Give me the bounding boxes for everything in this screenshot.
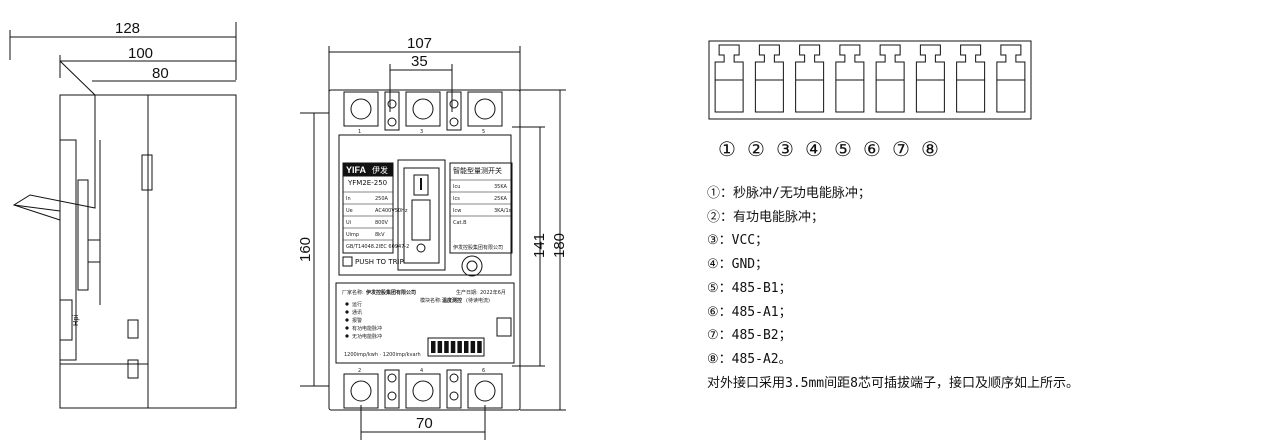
terminal-2: 2 bbox=[358, 368, 361, 374]
legend-item: ④：GND； bbox=[707, 257, 769, 273]
connector-pin-slot bbox=[795, 44, 825, 113]
module-label: 模块名称: bbox=[420, 297, 442, 304]
terminal-block-pin bbox=[444, 341, 449, 353]
right-param-value: 3KA/1s bbox=[494, 208, 512, 214]
module-note: (待读电流) bbox=[466, 297, 490, 304]
right-param-key: Icu bbox=[453, 184, 460, 190]
right-param-key: Ics bbox=[453, 196, 460, 202]
legend-item: ⑦：485-B2； bbox=[707, 328, 792, 344]
production-date: 2022年6月 bbox=[480, 289, 506, 296]
indicator-led-icon bbox=[345, 302, 349, 306]
terminal-block-pin bbox=[464, 341, 469, 353]
left-param-value: 250A bbox=[375, 196, 389, 202]
pulse-rate: 1200imp/kwh · 1200imp/kvarh bbox=[344, 352, 421, 358]
left-param-value: 800V bbox=[375, 220, 389, 226]
terminal-block-pin bbox=[470, 341, 476, 353]
pin-number: ① bbox=[718, 137, 736, 161]
indicator-led-icon bbox=[345, 334, 349, 338]
terminal-block-pin bbox=[437, 341, 443, 353]
pin-number: ⑦ bbox=[892, 137, 910, 161]
left-param-key: In bbox=[346, 196, 351, 202]
right-param-key: Cat.B bbox=[453, 220, 467, 226]
terminal-5: 5 bbox=[482, 129, 485, 135]
brand-name: 伊发 bbox=[372, 165, 388, 175]
side-view: 128 100 80 Ηpi bbox=[9, 20, 237, 409]
legend-item: ③：VCC； bbox=[707, 233, 769, 249]
company-short: 伊发控股集团有限公司 bbox=[453, 244, 503, 251]
date-label: 生产日期: bbox=[456, 289, 478, 296]
legend-item: ①：秒脉冲/无功电能脉冲； bbox=[707, 186, 871, 201]
left-param-key: Ui bbox=[346, 220, 351, 226]
left-param-key: Uimp bbox=[346, 232, 359, 238]
terminal-block-pin bbox=[431, 341, 436, 353]
model-label: YFM2E-250 bbox=[347, 179, 387, 187]
legend-note: 对外接口采用3.5mm间距8芯可插拔端子，接口及顺序如上所示。 bbox=[707, 375, 1079, 391]
panel-title: 智能型量测开关 bbox=[453, 166, 502, 175]
pin-legend: ①：秒脉冲/无功电能脉冲； ②：有功电能脉冲； ③：VCC； ④：GND； ⑤：485-… bbox=[707, 182, 1267, 395]
terminal-6: 6 bbox=[482, 368, 485, 374]
right-param-key: Icw bbox=[453, 208, 461, 214]
indicator-label: 通讯 bbox=[352, 309, 362, 316]
terminal-4: 4 bbox=[420, 368, 423, 374]
connector-pin-slot bbox=[875, 44, 905, 113]
indicator-label: 有功电能脉冲 bbox=[352, 325, 382, 332]
dim-107: 107 bbox=[407, 35, 432, 52]
front-view: 107 35 1 3 5 YIFA 伊发 YFM2E-250 In 250A Ue A… bbox=[297, 35, 568, 440]
pin-number: ⑥ bbox=[863, 137, 881, 161]
module-name: 温度测控 bbox=[442, 297, 462, 304]
dim-80: 80 bbox=[152, 65, 169, 82]
indicator-label: 无功电能脉冲 bbox=[352, 333, 382, 340]
terminal-block-pin bbox=[457, 341, 462, 353]
dim-35: 35 bbox=[411, 53, 428, 70]
side-label: Ηpi bbox=[72, 314, 80, 326]
right-param-value: 35KA bbox=[494, 184, 508, 190]
indicator-label: 报警 bbox=[352, 317, 362, 324]
terminal-1: 1 bbox=[358, 129, 361, 135]
dim-160: 160 bbox=[297, 237, 314, 262]
left-param-key: GB/T14048.2IEC 60947-2 bbox=[346, 244, 409, 250]
pin-number: ⑧ bbox=[921, 137, 939, 161]
legend-item: ②：有功电能脉冲； bbox=[707, 209, 825, 225]
connector-pin-slot bbox=[714, 44, 744, 113]
connector-pin-slot bbox=[996, 44, 1026, 113]
maker-label: 厂家名称: bbox=[342, 289, 364, 296]
brand-logo: YIFA bbox=[346, 165, 367, 175]
push-to-trip: PUSH TO TRIP bbox=[355, 258, 404, 266]
pin-number: ② bbox=[747, 137, 765, 161]
connector-pin-slot bbox=[915, 44, 945, 113]
indicator-led-icon bbox=[345, 326, 349, 330]
dim-128: 128 bbox=[115, 20, 140, 37]
connector-pin-slot bbox=[754, 44, 784, 113]
legend-item: ⑧：485-A2。 bbox=[707, 351, 792, 367]
left-param-value: AC400V50Hz bbox=[375, 208, 408, 214]
pin-number: ⑤ bbox=[834, 137, 852, 161]
terminal-block-pin bbox=[450, 341, 456, 353]
pin-number: ④ bbox=[805, 137, 823, 161]
legend-item: ⑤：485-B1； bbox=[707, 280, 792, 296]
connector-pin-slot bbox=[835, 44, 865, 113]
company-name: 伊发控股集团有限公司 bbox=[365, 289, 416, 296]
dim-100: 100 bbox=[128, 45, 153, 62]
right-param-value: 25KA bbox=[494, 196, 508, 202]
indicator-led-icon bbox=[345, 310, 349, 314]
dim-70: 70 bbox=[416, 415, 433, 432]
left-param-value: 8kV bbox=[375, 232, 385, 238]
left-param-key: Ue bbox=[346, 208, 353, 214]
terminal-block-pin bbox=[477, 341, 482, 353]
terminal-3: 3 bbox=[420, 129, 423, 135]
dim-180: 180 bbox=[551, 233, 568, 258]
pin-number: ③ bbox=[776, 137, 794, 161]
legend-item: ⑥：485-A1； bbox=[707, 304, 792, 320]
connector-pin-slot bbox=[956, 44, 986, 113]
indicator-label: 运行 bbox=[352, 301, 362, 308]
dim-141: 141 bbox=[531, 233, 548, 258]
indicator-led-icon bbox=[345, 318, 349, 322]
